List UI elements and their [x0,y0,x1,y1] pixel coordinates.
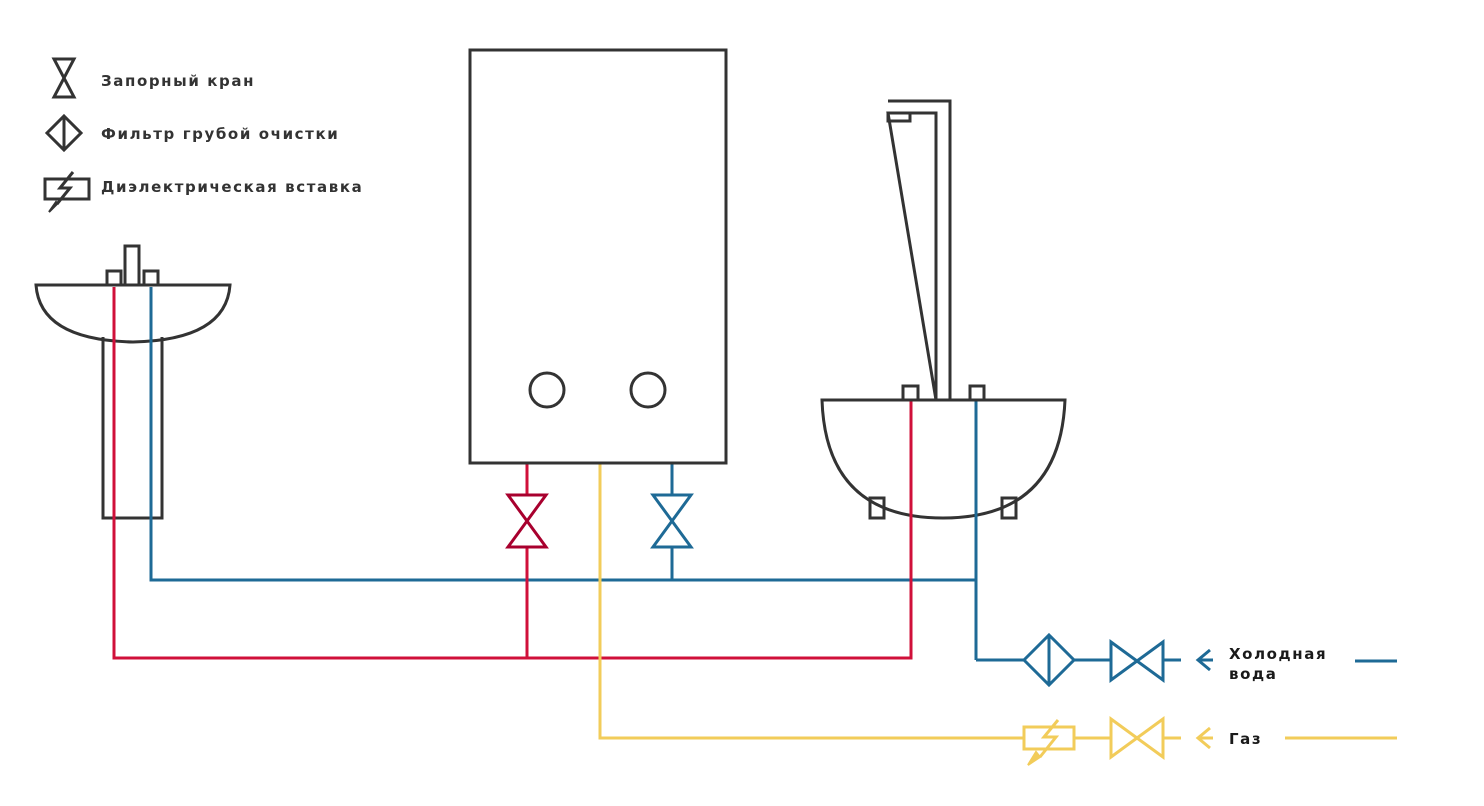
dielectric-insert-icon [43,171,91,213]
gas-inlet: Газ [1022,716,1397,766]
gas-label: Газ [1229,730,1262,748]
dielectric-insert-icon [1022,719,1076,766]
sink-bowl [820,398,1067,520]
cold-water-main-shutoff-valve-icon [1109,639,1165,683]
washbasin-hot-tap [105,269,123,287]
coarse-filter-icon [1021,632,1077,688]
arrow-left-icon [1195,726,1213,750]
sink-hot-tap [901,384,920,402]
cold-water-inlet: Холодная вода [1021,632,1397,688]
gas-water-heater [468,48,728,465]
coarse-filter-icon [44,113,84,153]
cold-water-label-line2: вода [1229,665,1277,683]
legend-label: Диэлектрическая вставка [101,178,363,196]
sink-faucet [886,99,952,401]
legend-item-shutoff-valve: Запорный кран [51,57,255,99]
legend-label: Запорный кран [101,72,255,90]
washbasin [34,244,232,520]
cold-water-pipe [149,287,976,582]
pipes [112,287,1181,740]
washbasin-cold-tap [142,269,160,287]
washbasin-pedestal [101,337,164,520]
shutoff-valve-icon [51,57,77,99]
cold-water-shutoff-valve-icon [650,493,694,549]
washbasin-bowl [34,283,232,344]
heater-knob-left[interactable] [528,371,566,409]
kitchen-sink [820,99,1067,530]
legend-label: Фильтр грубой очистки [101,125,339,143]
heater-knob-right[interactable] [629,371,667,409]
hot-water-shutoff-valve-icon [505,493,549,549]
gas-pipe [598,463,1024,740]
sink-cold-tap [968,384,986,402]
hot-water-pipe [112,287,913,660]
legend-item-dielectric-insert: Диэлектрическая вставка [43,171,363,213]
washbasin-faucet [123,244,141,287]
legend-item-coarse-filter: Фильтр грубой очистки [44,113,339,153]
arrow-left-icon [1195,648,1213,672]
legend: Запорный кран Фильтр грубой очистки Диэл… [43,57,363,213]
heater-body [468,48,728,465]
cold-water-label-line1: Холодная [1229,645,1327,663]
gas-shutoff-valve-icon [1109,716,1165,760]
